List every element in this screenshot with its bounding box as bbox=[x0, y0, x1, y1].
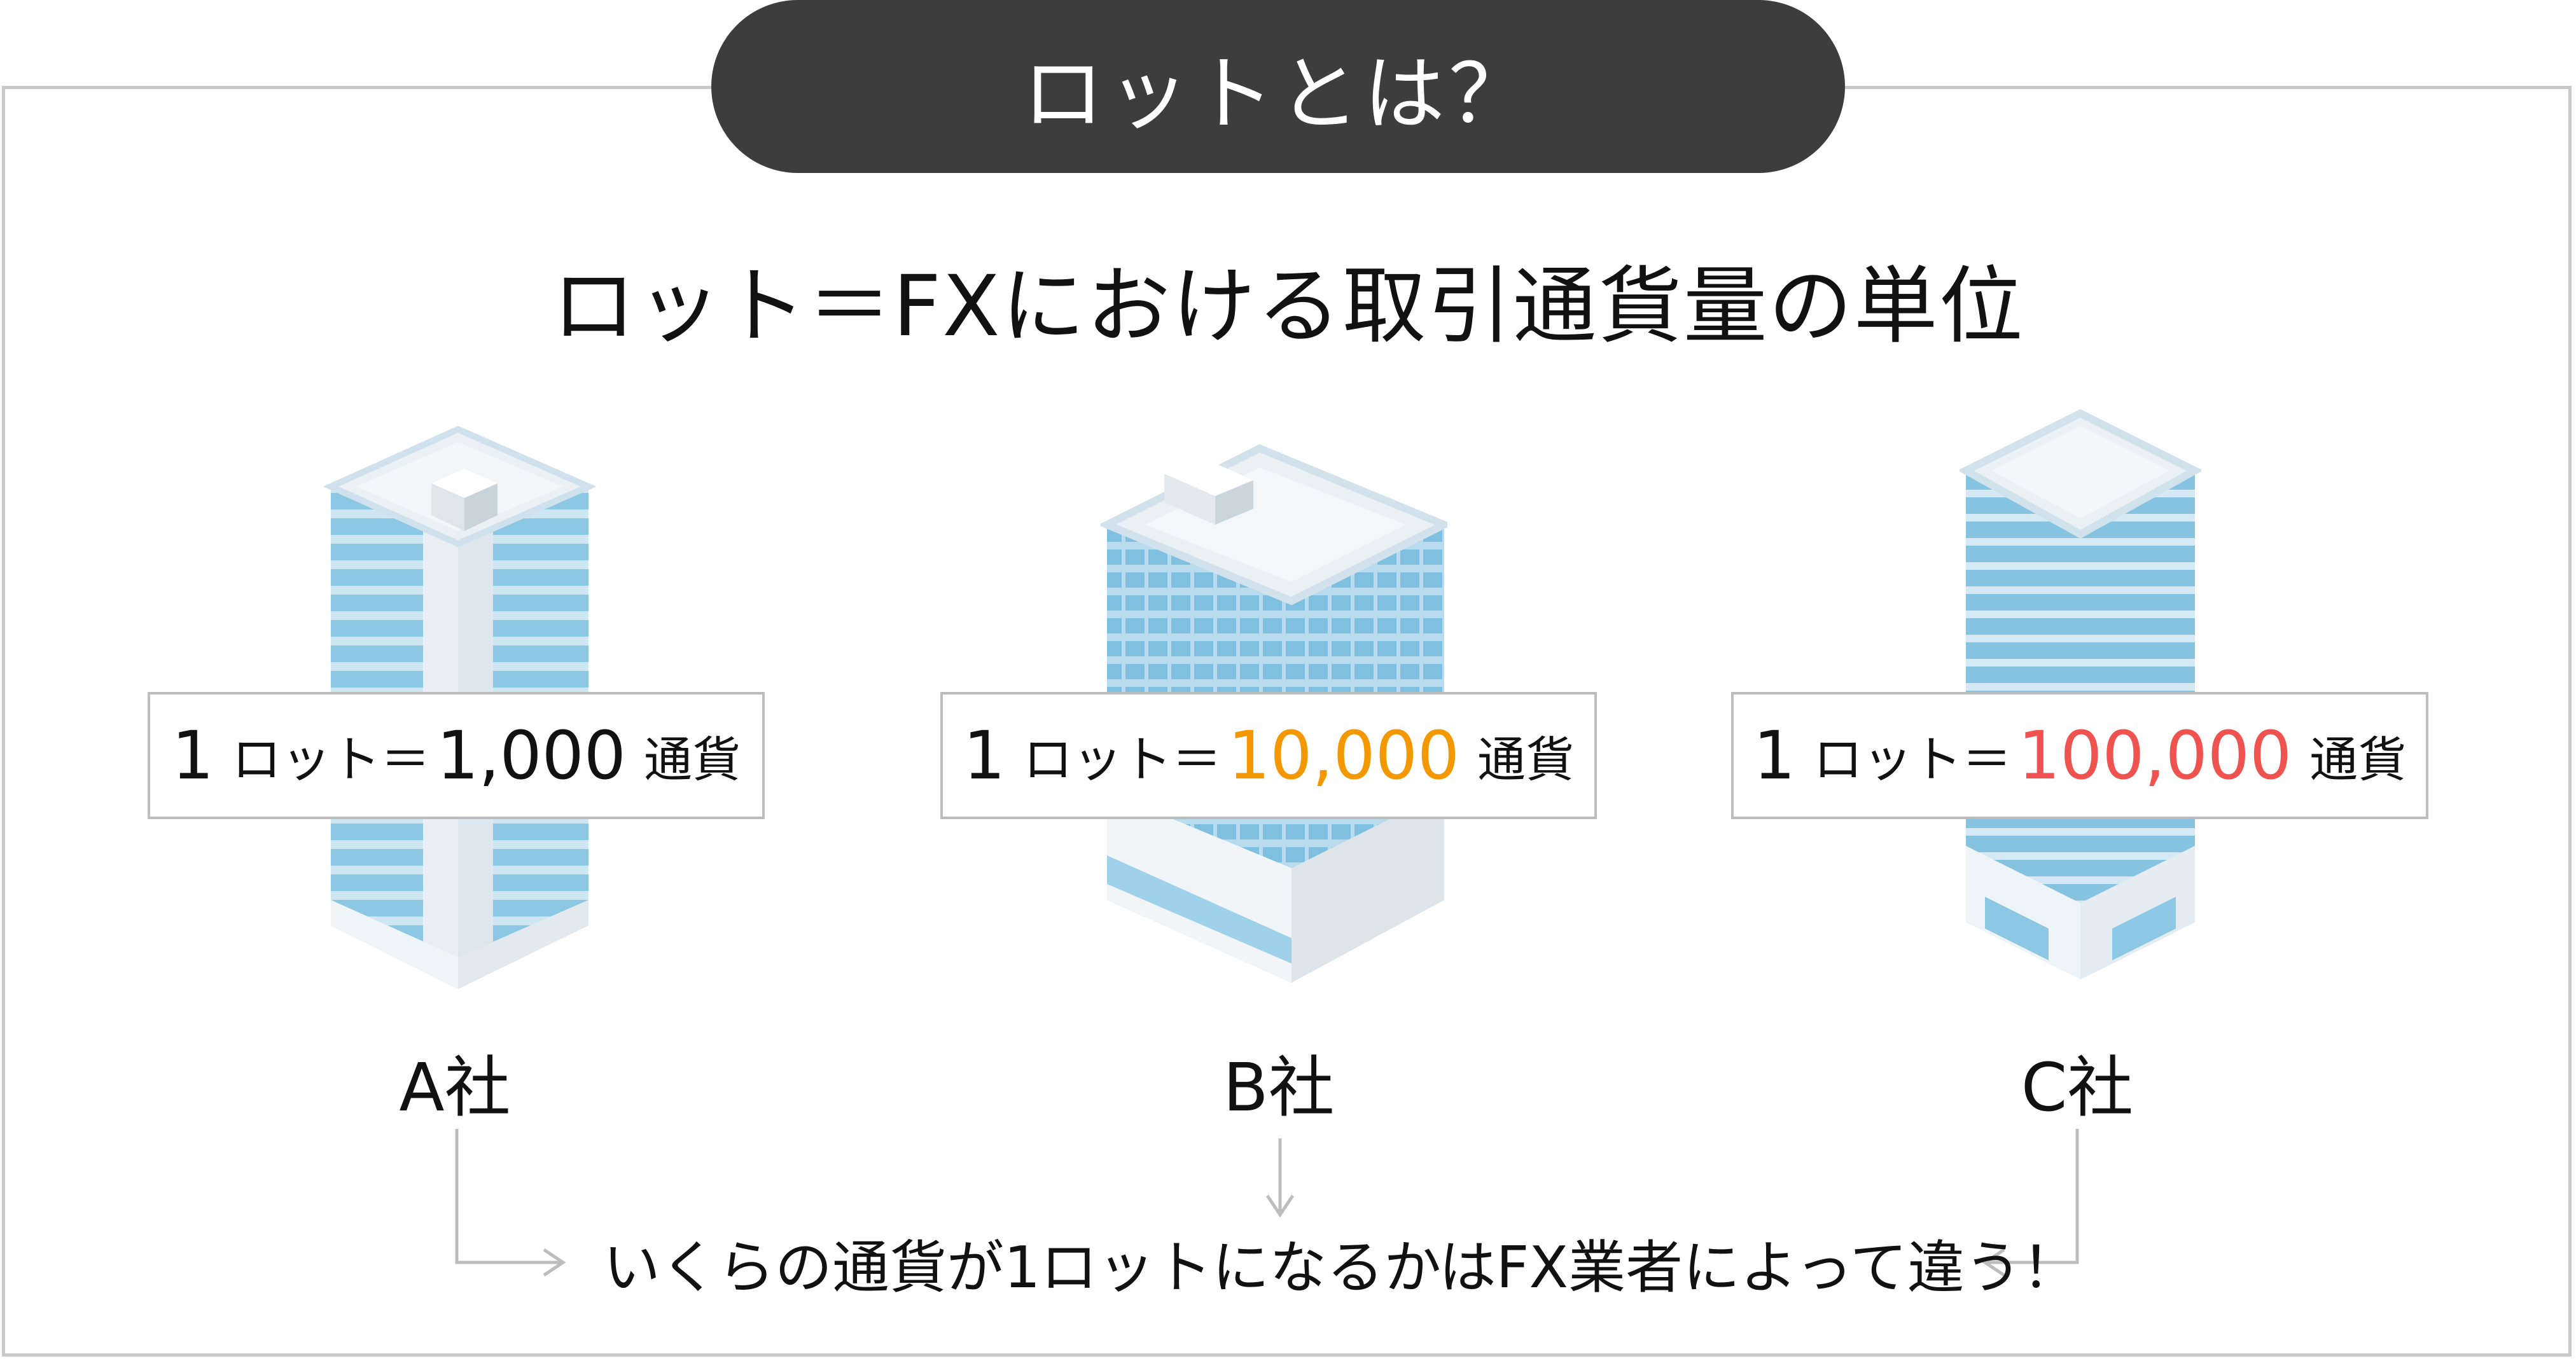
page-title: ロットとは？ bbox=[1022, 46, 1534, 142]
lot-box-a: 1 ロット＝ 1,000 通貨 bbox=[148, 692, 765, 819]
arrow-down-icon bbox=[1265, 1194, 1295, 1218]
lot-label: ロット＝ bbox=[1023, 731, 1222, 789]
lot-amount: 100,000 bbox=[2018, 717, 2292, 794]
arrow-left-icon bbox=[1982, 1248, 2005, 1277]
title-banner: ロットとは？ bbox=[711, 0, 1845, 173]
currency-unit: 通貨 bbox=[2309, 731, 2407, 788]
currency-unit: 通貨 bbox=[1477, 731, 1575, 788]
lot-amount: 1,000 bbox=[436, 717, 626, 794]
arrow-right-icon bbox=[543, 1248, 566, 1277]
lot-box-b: 1 ロット＝ 10,000 通貨 bbox=[940, 692, 1597, 819]
lot-label: ロット＝ bbox=[1813, 731, 2012, 789]
company-name-b: B社 bbox=[1223, 1049, 1335, 1126]
company-name-a: A社 bbox=[399, 1049, 511, 1126]
connector-c bbox=[1988, 1129, 2079, 1264]
currency-unit: 通貨 bbox=[643, 731, 741, 788]
lot-amount: 10,000 bbox=[1228, 717, 1460, 794]
lot-count: 1 bbox=[1753, 717, 1796, 794]
footnote: いくらの通貨が1ロットになるかはFX業者によって違う！ bbox=[603, 1234, 2079, 1301]
lot-count: 1 bbox=[172, 717, 214, 794]
company-name-c: C社 bbox=[2021, 1049, 2134, 1126]
subtitle: ロット＝FXにおける取引通貨量の単位 bbox=[552, 258, 2024, 356]
lot-label: ロット＝ bbox=[232, 731, 431, 789]
connector-a bbox=[455, 1129, 560, 1264]
lot-count: 1 bbox=[963, 717, 1006, 794]
lot-box-c: 1 ロット＝ 100,000 通貨 bbox=[1731, 692, 2428, 819]
